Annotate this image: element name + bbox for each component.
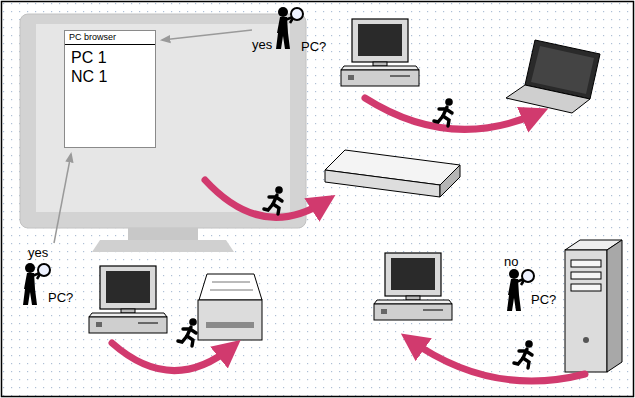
leader-lines <box>54 30 252 243</box>
answer-label: yes <box>251 37 273 52</box>
window-title: PC browser <box>65 31 155 45</box>
query-label: PC? <box>300 39 327 54</box>
desktop-pc <box>374 253 452 320</box>
browser-window: PC browser PC 1NC 1 <box>64 30 156 148</box>
answer-label: yes <box>27 245 49 260</box>
network-box <box>325 150 460 197</box>
searching-agent <box>507 269 534 311</box>
running-agent <box>178 318 197 346</box>
server-tower <box>565 240 622 372</box>
laptop <box>506 40 600 113</box>
searching-agent <box>23 263 50 305</box>
printer <box>198 274 262 340</box>
list-item: NC 1 <box>65 67 155 86</box>
searching-agent <box>276 7 303 49</box>
running-agent <box>434 98 453 126</box>
query-label: PC? <box>530 292 557 307</box>
query-label: PC? <box>47 290 74 305</box>
move-arrows <box>112 98 585 381</box>
answer-label: no <box>503 254 519 269</box>
running-agent <box>264 186 283 214</box>
desktop-pc <box>341 19 419 86</box>
desktop-pc <box>89 266 167 333</box>
running-agent <box>514 340 533 368</box>
list-item: PC 1 <box>65 48 155 67</box>
